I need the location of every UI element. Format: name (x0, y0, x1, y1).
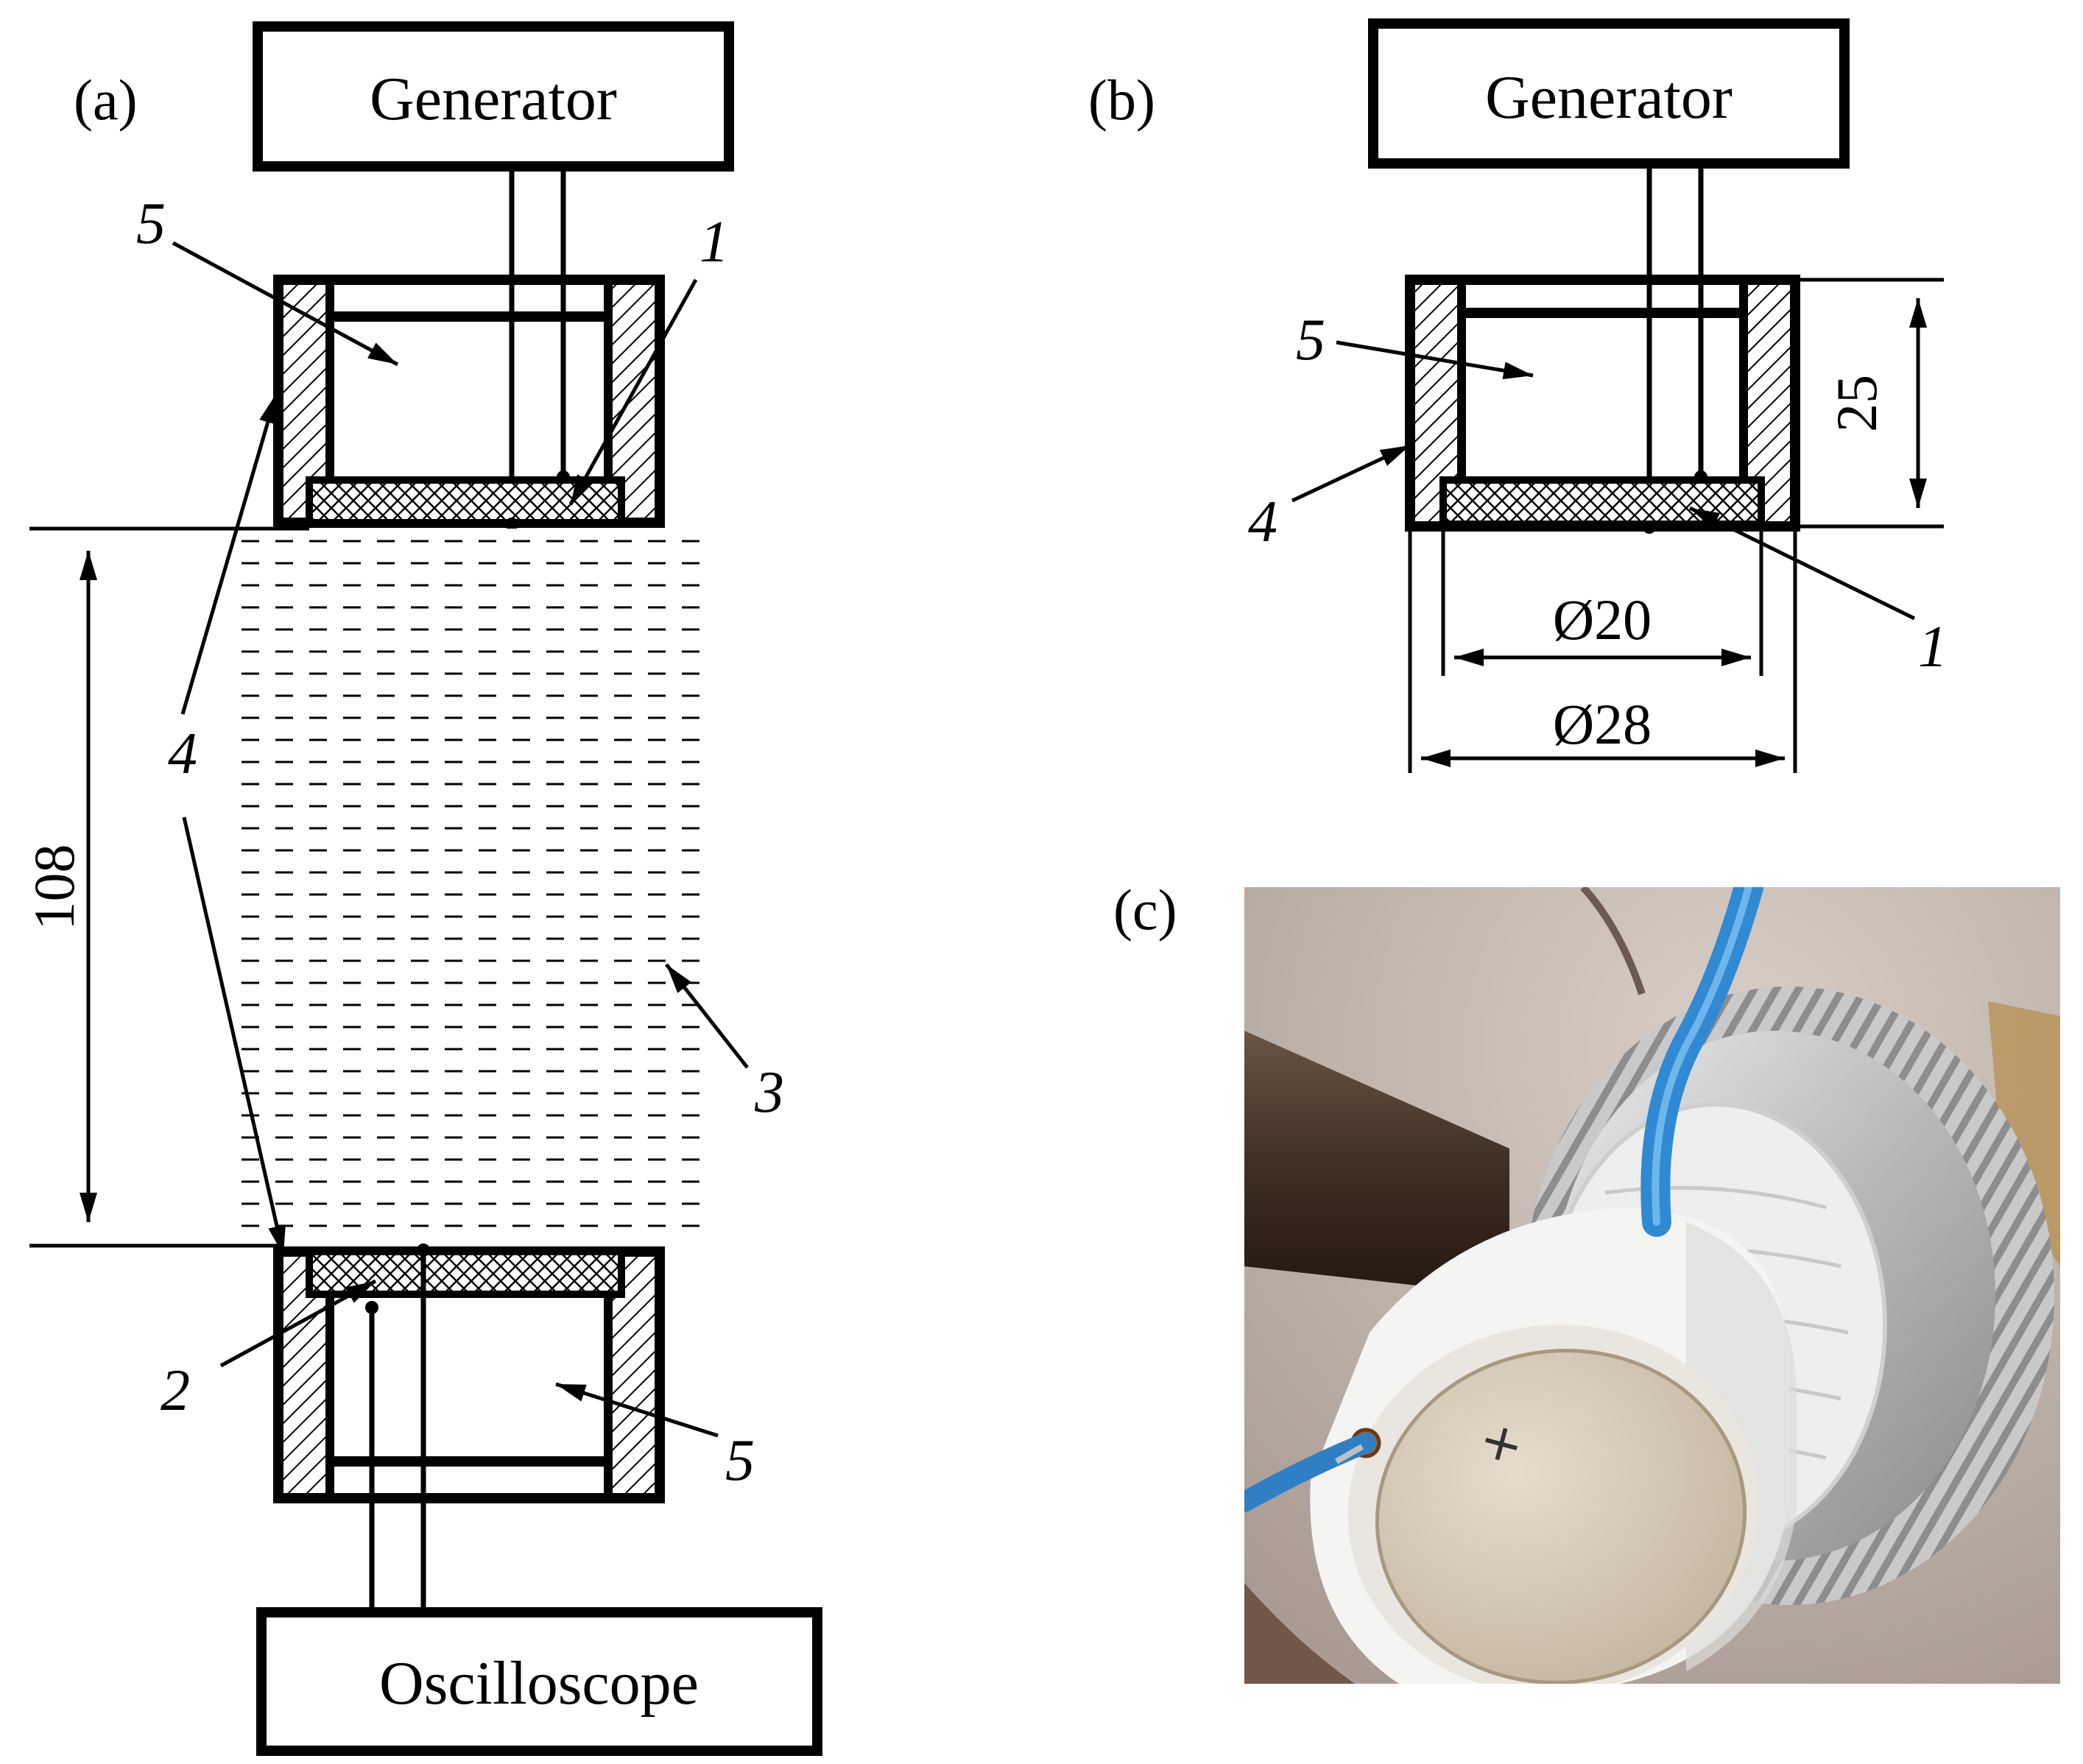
piezo-disc-b (1439, 476, 1765, 528)
piezo-disc-1 (306, 476, 625, 526)
contact-dot-b-2 (1694, 470, 1707, 484)
leader-b-4 (1291, 443, 1411, 503)
callout-a-2: 2 (161, 1358, 190, 1423)
leader-a-1 (568, 278, 698, 506)
callout-a-4: 4 (168, 722, 197, 786)
liquid-column (234, 529, 705, 1243)
callout-b-5: 5 (1296, 308, 1325, 373)
panel-a: (a) Generator (22, 21, 822, 1756)
transducer-housing-b (1405, 275, 1800, 534)
callout-b-4: 4 (1248, 490, 1277, 554)
callout-a-1: 1 (699, 210, 729, 275)
leader-a-3 (665, 963, 749, 1069)
photo-upper-wire-highlight (1652, 887, 1752, 1226)
callout-a-5-top: 5 (136, 191, 166, 256)
leader-a-5-top (172, 241, 399, 367)
bottom-transducer-housing (273, 1243, 665, 1503)
generator-box-b: Generator (1368, 18, 1850, 169)
dim-108-label: 108 (22, 844, 86, 931)
photo-lower-wire (1244, 1433, 1376, 1512)
photo-metal-rod (1244, 1031, 1509, 1296)
oscilloscope-box: Oscilloscope (256, 1607, 822, 1756)
callout-a-5-bottom: 5 (725, 1428, 755, 1493)
photo-bottom-shadow (1244, 1583, 1355, 1684)
oscilloscope-label: Oscilloscope (379, 1649, 699, 1718)
photo-wire-lead (1335, 1444, 1364, 1464)
leader-a-5-bottom (555, 1382, 719, 1438)
generator-label-a: Generator (370, 65, 617, 133)
leader-a-2 (219, 1279, 377, 1368)
callout-a-3: 3 (754, 1060, 784, 1125)
panel-c: (c) + (1113, 878, 2060, 1684)
contact-dot-a2 (557, 470, 570, 484)
generator-box-a-frame (253, 21, 734, 172)
photo-piezo-disc (1375, 1348, 1747, 1684)
photo-brass-edge (1988, 1001, 2060, 1266)
transducer-photo: + (1244, 887, 2060, 1684)
dim-28-label: Ø28 (1553, 692, 1652, 756)
top-transducer-housing (273, 275, 665, 531)
panel-a-label: (a) (74, 68, 138, 132)
generator-label-b: Generator (1485, 63, 1733, 132)
generator-box-b-frame (1368, 18, 1850, 169)
leader-b-1 (1688, 506, 1916, 621)
oscilloscope-box-frame (256, 1607, 822, 1756)
contact-dot-a1 (505, 518, 518, 531)
leader-b-5 (1336, 340, 1534, 380)
leader-a-4-up (180, 393, 278, 715)
dim-25-label: 25 (1825, 375, 1889, 432)
contact-dot-b-1 (1643, 521, 1656, 534)
panel-c-label: (c) (1113, 878, 1177, 942)
dim-20-label: Ø20 (1553, 588, 1652, 652)
panel-b-label: (b) (1088, 68, 1155, 132)
callout-b-1: 1 (1918, 615, 1948, 680)
photo-thin-wire (1580, 887, 1646, 995)
generator-box-a: Generator (253, 21, 734, 172)
piezo-disc-2 (306, 1248, 625, 1298)
leader-a-4-down (182, 816, 286, 1256)
panel-b: (b) Generator 25 Ø20 (1088, 18, 1948, 773)
